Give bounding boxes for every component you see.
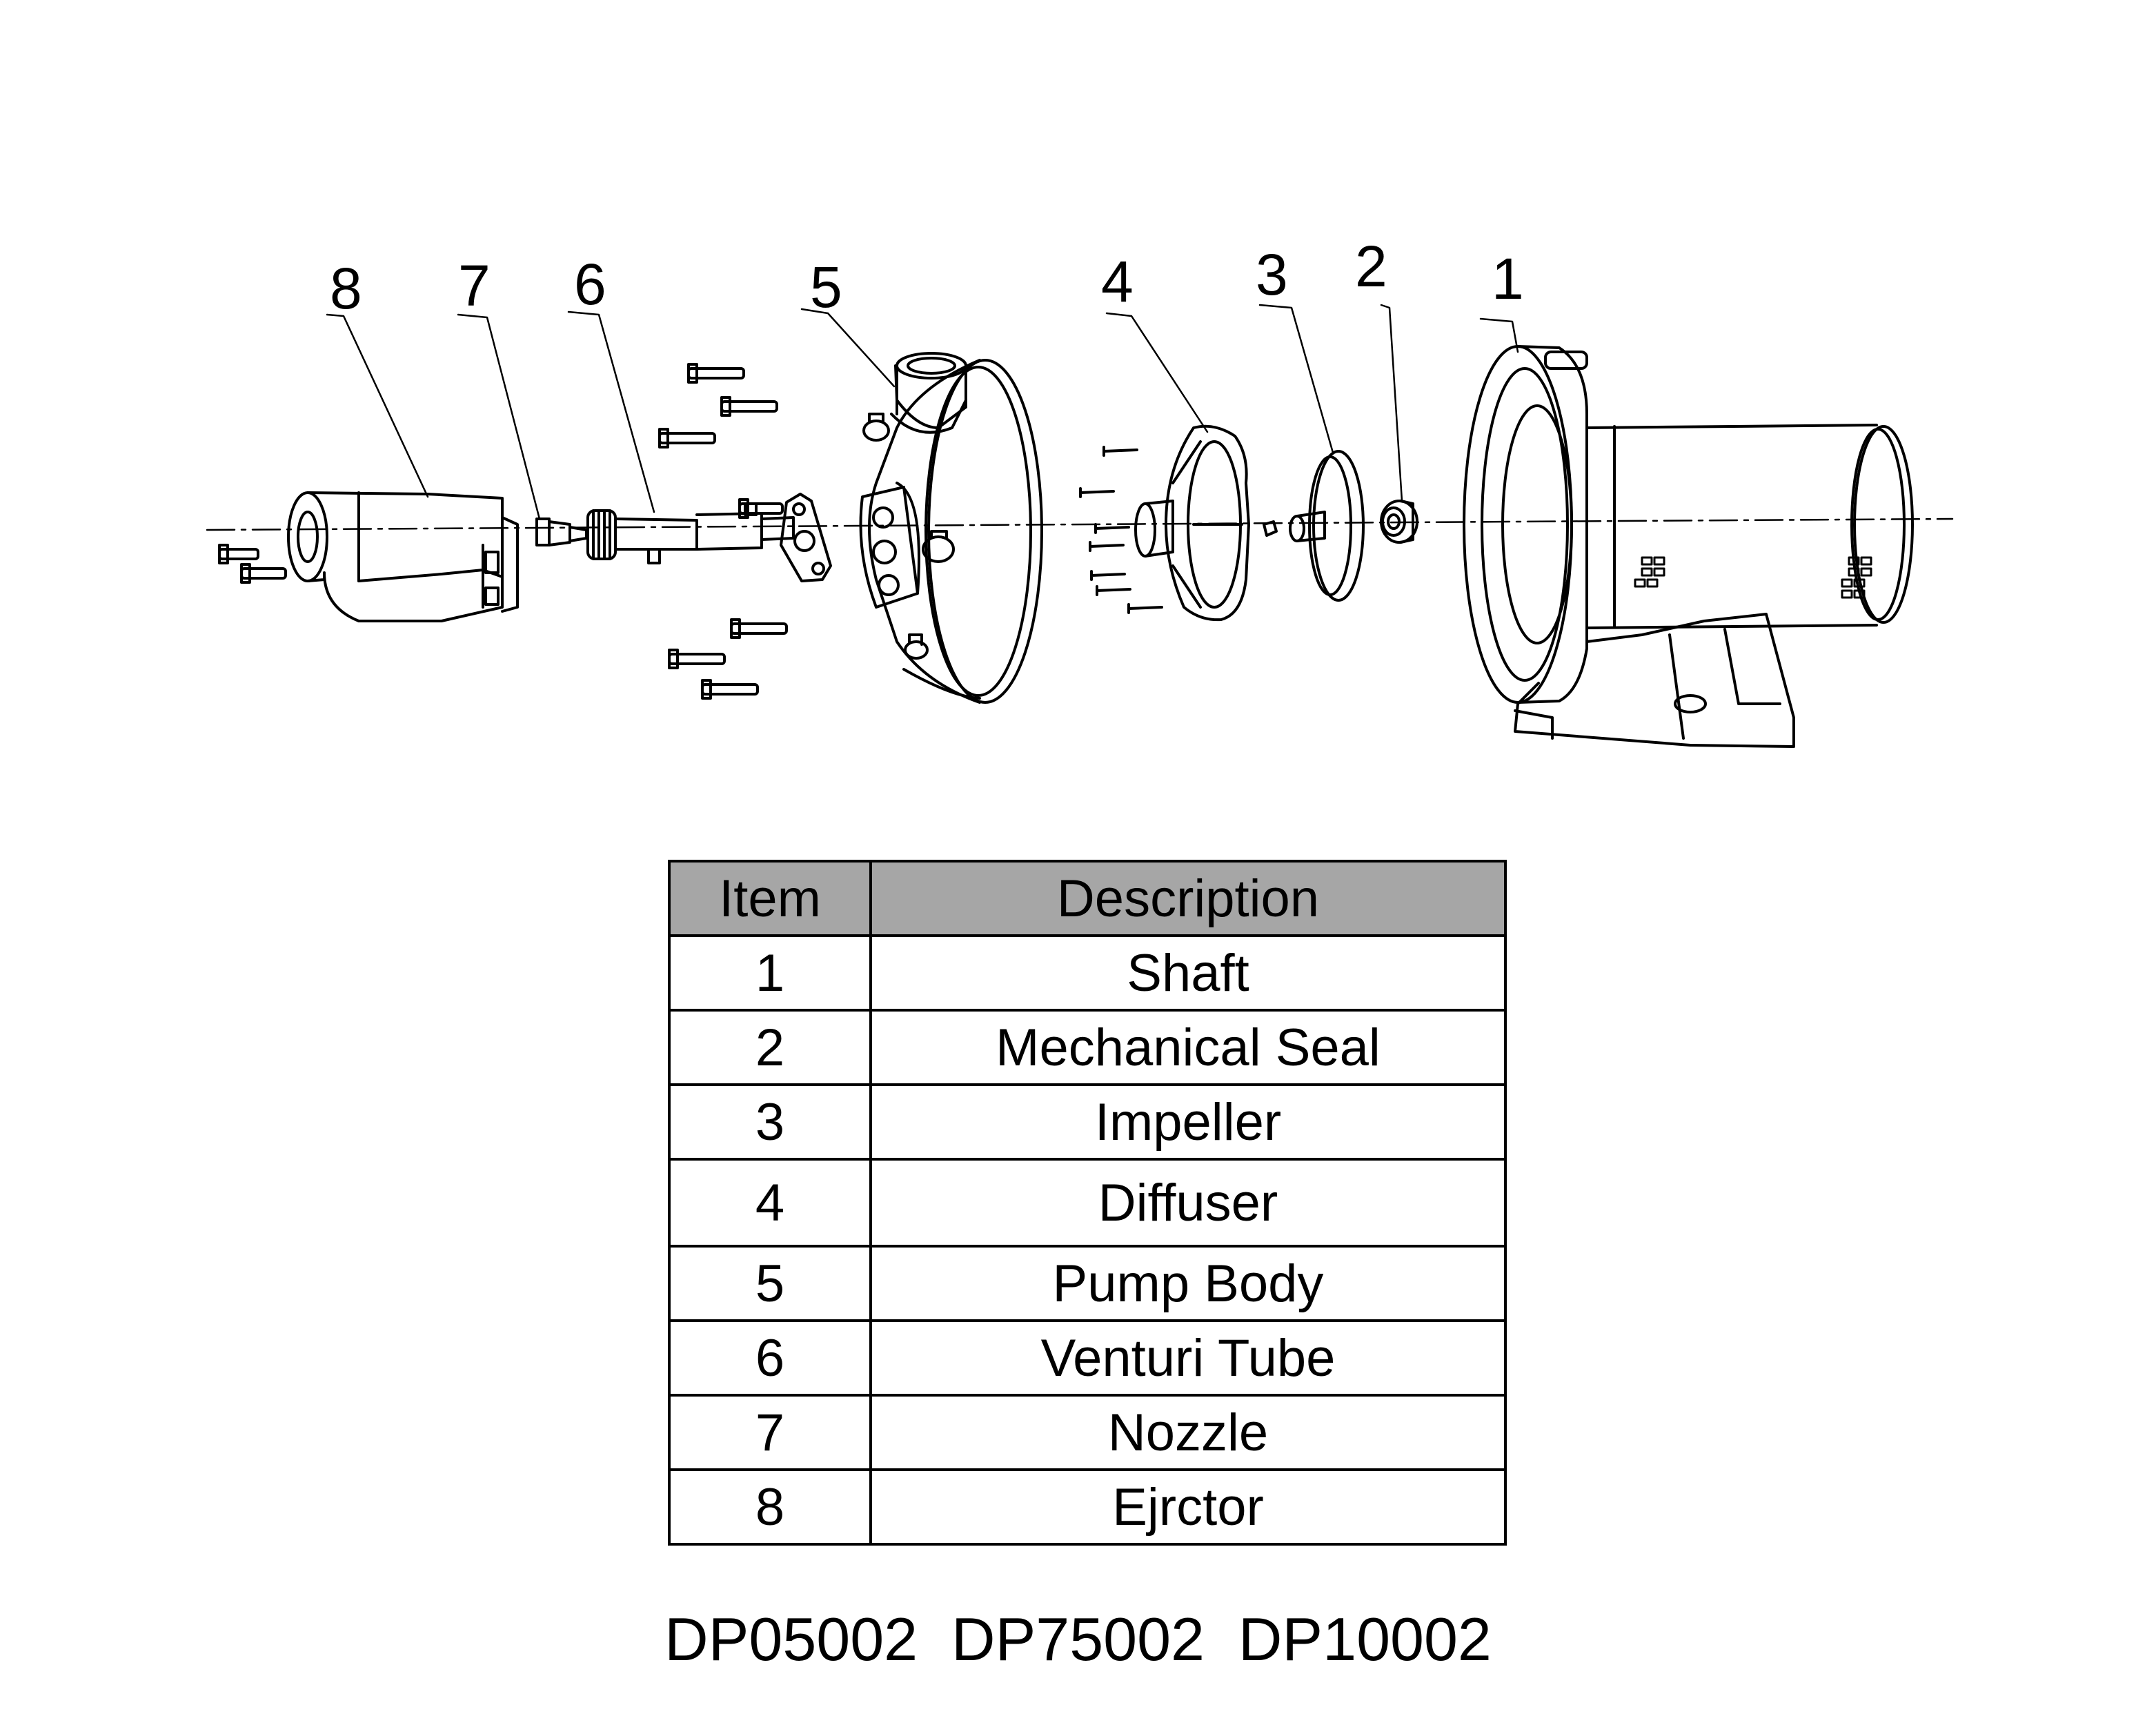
cell-item: 8 [668,1468,872,1546]
part-5-pump-body [859,352,1043,704]
table-row: 5 Pump Body [668,1245,1507,1322]
part-1-motor [1463,345,1914,748]
cell-item: 1 [668,934,872,1012]
callout-7: 7 [458,253,491,318]
cell-description: Mechanical Seal [869,1009,1507,1086]
callout-1: 1 [1492,246,1524,311]
part-2-mechanical-seal [1380,500,1418,544]
exploded-pump-diagram [206,304,1954,748]
cell-item: 5 [668,1245,872,1322]
center-axis [206,518,1954,531]
part-3-impeller [1263,450,1365,602]
table-row: 2 Mechanical Seal [668,1009,1507,1086]
table-row: 7 Nozzle [668,1394,1507,1471]
callout-2: 2 [1355,234,1387,299]
part-5-bolts [658,363,788,700]
cell-item: 6 [668,1319,872,1397]
parts-table: Item Description 1 Shaft 2 Mechanical Se… [668,860,1507,1546]
table-row: 6 Venturi Tube [668,1319,1507,1397]
cell-item: 4 [668,1158,872,1248]
cell-item: 2 [668,1009,872,1086]
part-7-nozzle [535,518,588,546]
part-8-bolts [218,544,287,584]
leader-lines [326,304,1519,520]
cell-item: 3 [668,1083,872,1161]
callout-4: 4 [1101,249,1134,314]
header-item: Item [668,860,872,937]
cell-description: Ejrctor [869,1468,1507,1546]
table-row: 3 Impeller [668,1083,1507,1161]
table-row: 4 Diffuser [668,1158,1507,1248]
callout-3: 3 [1256,242,1288,307]
callout-5: 5 [810,255,842,319]
callout-8: 8 [330,256,362,321]
cell-description: Shaft [869,934,1507,1012]
cell-item: 7 [668,1394,872,1471]
part-4-diffuser [1134,424,1250,622]
part-4-screws [1079,446,1163,614]
table-row: 1 Shaft [668,934,1507,1012]
cell-description: Impeller [869,1083,1507,1161]
cell-description: Nozzle [869,1394,1507,1471]
part-6-venturi-tube [586,502,795,564]
cell-description: Pump Body [869,1245,1507,1322]
table-header-row: Item Description [668,860,1507,937]
gasket [780,493,832,582]
cell-description: Venturi Tube [869,1319,1507,1397]
table-row: 8 Ejrctor [668,1468,1507,1546]
cell-description: Diffuser [869,1158,1507,1248]
model-numbers: DP05002 DP75002 DP10002 [664,1605,1492,1673]
callout-6: 6 [574,252,606,317]
header-description: Description [869,860,1507,937]
part-8-ejector [287,491,519,622]
